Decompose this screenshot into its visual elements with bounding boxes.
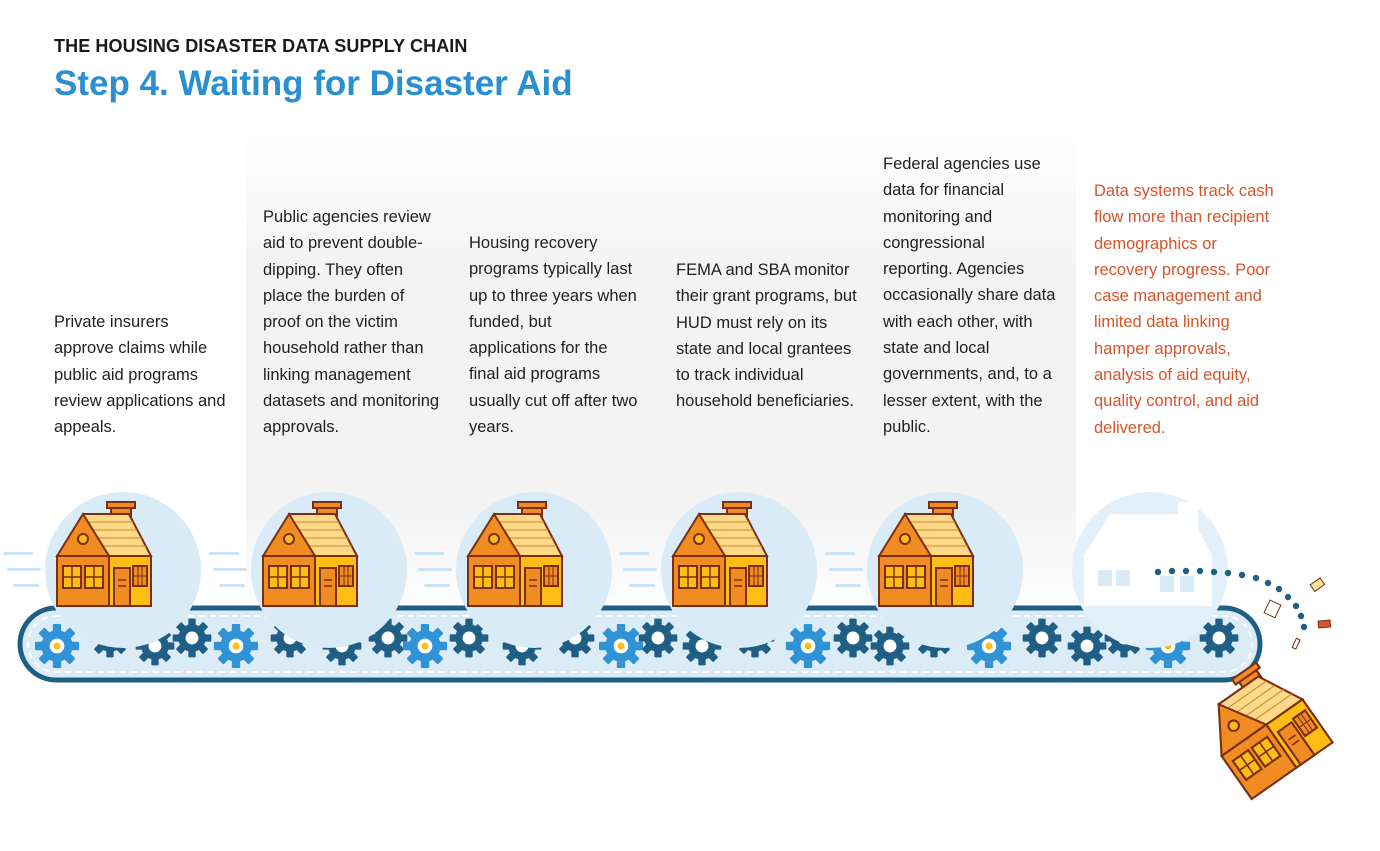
step-5-text: Federal agencies use data for financial … — [883, 155, 1056, 436]
step-3-text: Housing recovery programs typically last… — [469, 234, 638, 437]
debris — [1317, 619, 1332, 629]
trajectory-dot — [1168, 567, 1176, 575]
motion-line — [629, 584, 655, 587]
trajectory-dot — [1264, 579, 1272, 587]
motion-line — [424, 584, 450, 587]
gear-hub — [53, 642, 61, 650]
trajectory-dot — [1284, 593, 1292, 601]
step-2-text: Public agencies review aid to prevent do… — [263, 208, 440, 437]
gear-icon — [1022, 618, 1062, 658]
motion-line — [13, 584, 39, 587]
gear-icon — [833, 618, 873, 658]
trajectory-dot — [1292, 602, 1300, 610]
motion-line — [219, 584, 245, 587]
step-1-text: Private insurers approve claims while pu… — [54, 313, 226, 437]
motion-line — [414, 552, 444, 555]
gear-icon — [638, 618, 678, 658]
trajectory-dot — [1238, 571, 1246, 579]
trajectory-dot — [1210, 568, 1218, 576]
trajectory-dot — [1252, 574, 1260, 582]
trajectory-dot — [1297, 612, 1305, 620]
motion-line — [623, 568, 657, 571]
motion-line — [213, 568, 247, 571]
ghost-house-icon — [1072, 492, 1228, 648]
motion-line — [829, 568, 863, 571]
trajectory-dot — [1300, 623, 1308, 631]
houses — [3, 492, 1334, 801]
motion-line — [835, 584, 861, 587]
motion-line — [619, 552, 649, 555]
diagram-title: Step 4. Waiting for Disaster Aid — [54, 64, 573, 103]
debris — [1263, 599, 1282, 619]
trajectory-dot — [1196, 567, 1204, 575]
debris — [1309, 577, 1326, 593]
motion-line — [209, 552, 239, 555]
gear-hub — [985, 642, 993, 650]
trajectory-dot — [1154, 568, 1162, 576]
debris — [1291, 637, 1301, 650]
gear-hub — [232, 642, 240, 650]
step-4-text: FEMA and SBA monitor their grant program… — [676, 261, 857, 411]
gear-hub — [804, 642, 812, 650]
trajectory-dot — [1224, 569, 1232, 577]
belt-gears — [34, 618, 1239, 669]
gear-hub — [617, 642, 625, 650]
trajectory-dot — [1275, 585, 1283, 593]
motion-line — [3, 552, 33, 555]
motion-line — [418, 568, 452, 571]
motion-line — [7, 568, 41, 571]
trajectory-dot — [1182, 567, 1190, 575]
gear-icon — [1067, 626, 1107, 666]
step-6-text: Data systems track cash flow more than r… — [1094, 182, 1274, 437]
motion-line — [825, 552, 855, 555]
gear-hub — [421, 642, 429, 650]
diagram-kicker: THE HOUSING DISASTER DATA SUPPLY CHAIN — [54, 36, 468, 56]
